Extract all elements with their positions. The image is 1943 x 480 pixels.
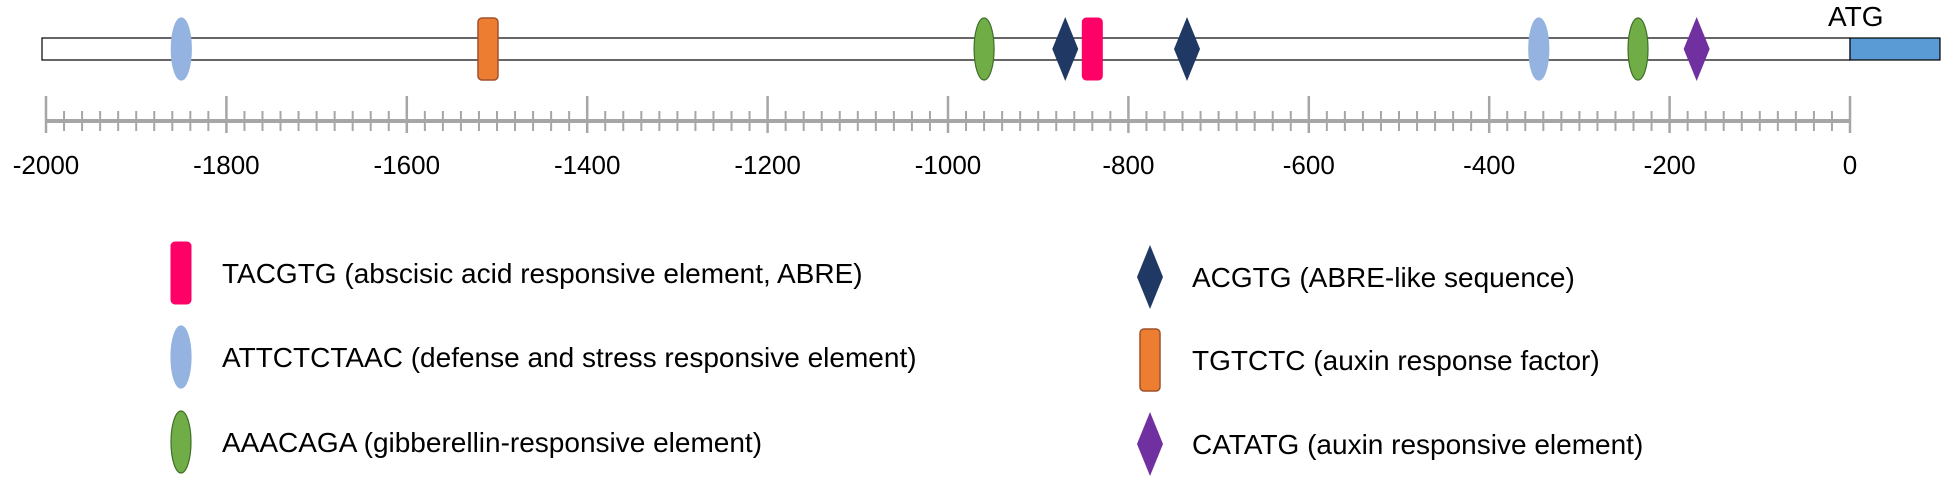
tick-label: -400 (1463, 150, 1515, 180)
legend: TACGTG (abscisic acid responsive element… (170, 241, 1643, 476)
defense-stress-marker (170, 17, 192, 81)
position-axis: -2000-1800-1600-1400-1200-1000-800-600-4… (13, 96, 1857, 180)
abre-marker (1081, 17, 1103, 81)
legend-label: ATTCTCTAAC (defense and stress responsiv… (222, 342, 917, 373)
tick-label: -1200 (734, 150, 801, 180)
gibberellin-marker (973, 17, 995, 81)
tick-label: -1400 (554, 150, 621, 180)
atg-label: ATG (1828, 1, 1883, 32)
legend-defense-stress-icon (170, 325, 192, 389)
legend-auxin-responsive-icon (1137, 412, 1163, 476)
coding-region (1849, 37, 1941, 61)
cis-elements (170, 17, 1710, 81)
tick-label: -1000 (915, 150, 982, 180)
legend-label: TACGTG (abscisic acid responsive element… (222, 258, 863, 289)
abre-like-marker (1174, 17, 1201, 81)
promoter-bar (41, 37, 1851, 61)
tick-label: -800 (1102, 150, 1154, 180)
tick-label: -600 (1283, 150, 1335, 180)
legend-label: TGTCTC (auxin response factor) (1192, 345, 1600, 376)
legend-auxin-response-factor-icon (1139, 328, 1161, 392)
auxin-responsive-marker (1683, 17, 1710, 81)
tick-label: -2000 (13, 150, 80, 180)
legend-label: AAACAGA (gibberellin-responsive element) (222, 427, 762, 458)
legend-item: AAACAGA (gibberellin-responsive element) (170, 410, 762, 474)
legend-item: ACGTG (ABRE-like sequence) (1137, 245, 1575, 309)
legend-label: CATATG (auxin responsive element) (1192, 429, 1643, 460)
tick-label: -1600 (374, 150, 441, 180)
legend-abre-like-icon (1137, 245, 1163, 309)
tick-label: -200 (1644, 150, 1696, 180)
legend-label: ACGTG (ABRE-like sequence) (1192, 262, 1575, 293)
auxin-response-factor-marker (477, 17, 499, 81)
legend-abre-icon (170, 241, 192, 305)
gibberellin-marker (1627, 17, 1649, 81)
legend-gibberellin-icon (170, 410, 192, 474)
legend-item: TACGTG (abscisic acid responsive element… (170, 241, 863, 305)
tick-label: 0 (1843, 150, 1857, 180)
legend-item: CATATG (auxin responsive element) (1137, 412, 1643, 476)
abre-like-marker (1052, 17, 1079, 81)
tick-label: -1800 (193, 150, 260, 180)
defense-stress-marker (1528, 17, 1550, 81)
legend-item: TGTCTC (auxin response factor) (1139, 328, 1600, 392)
legend-item: ATTCTCTAAC (defense and stress responsiv… (170, 325, 917, 389)
